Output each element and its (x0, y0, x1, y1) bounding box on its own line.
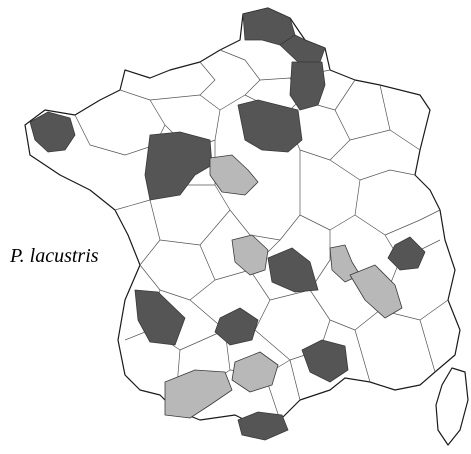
dept-paris-region-dark (237, 99, 303, 153)
corsica-outline (435, 367, 469, 446)
dark-departments (29, 7, 426, 441)
dept-haute-savoie-dark (387, 236, 426, 271)
light-departments (164, 154, 403, 419)
dept-allier-dark (267, 247, 319, 293)
dept-gard-dark (301, 339, 349, 383)
dept-nord-dark (242, 7, 296, 46)
dept-gironde-dark (134, 289, 186, 346)
dept-finistere-dark (29, 111, 76, 153)
dept-isere-light (349, 264, 403, 319)
dept-cher-light (231, 234, 269, 276)
species-label: P. lacustris (10, 245, 99, 267)
dept-pyrenees-orientales-dark (237, 411, 289, 441)
dept-aisne-marne-dark (289, 61, 326, 111)
dept-loiret-light (209, 154, 259, 196)
dept-lot-dark (214, 307, 259, 346)
dept-sarthe-mayenne-dark (144, 131, 213, 201)
dept-gers-light (164, 369, 233, 419)
dept-aveyron-light (231, 351, 279, 393)
